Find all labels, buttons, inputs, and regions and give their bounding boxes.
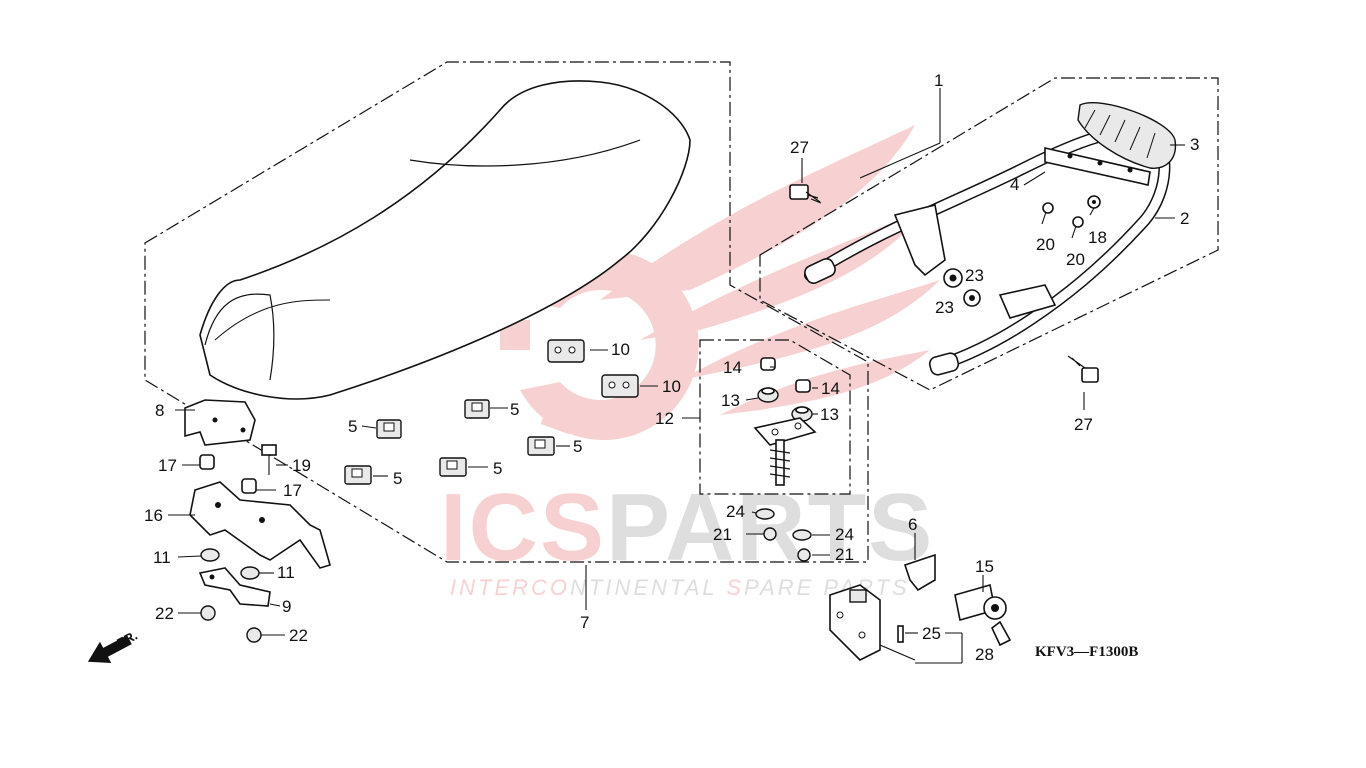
callout-17b: 17 bbox=[283, 481, 302, 500]
callout-18: 18 bbox=[1088, 228, 1107, 247]
seat-cushion-5-a bbox=[464, 399, 490, 419]
bracket-9 bbox=[198, 567, 271, 607]
callout-14b: 14 bbox=[821, 379, 840, 398]
front-arrow-icon bbox=[87, 635, 132, 663]
callout-6: 6 bbox=[908, 515, 917, 534]
callout-22b: 22 bbox=[289, 626, 308, 645]
callout-28: 28 bbox=[975, 645, 994, 664]
callout-7: 7 bbox=[580, 613, 589, 632]
callout-numbers: 1 2 3 4 5 5 5 5 5 6 7 8 9 10 10 11 11 12… bbox=[144, 71, 1199, 664]
seat-cushion-5-b bbox=[376, 419, 402, 439]
watermark: ICSPARTS INTERCONTINENTAL SPARE PARTS bbox=[440, 125, 940, 600]
callout-13b: 13 bbox=[820, 405, 839, 424]
watermark-tagline: INTERCONTINENTAL SPARE PARTS bbox=[450, 575, 910, 600]
callout-14a: 14 bbox=[723, 358, 742, 377]
seat-cushion-5-d bbox=[439, 457, 467, 477]
callout-20a: 20 bbox=[1036, 235, 1055, 254]
callout-20b: 20 bbox=[1066, 250, 1085, 269]
seat-lock-cylinder-15 bbox=[954, 583, 1012, 647]
washer-11-b bbox=[240, 566, 260, 580]
screw-20-left bbox=[1041, 202, 1054, 225]
nut-21-b bbox=[797, 548, 811, 562]
nut-22-a bbox=[200, 605, 216, 621]
collar-23-b bbox=[963, 289, 981, 307]
nut-18 bbox=[1087, 195, 1101, 209]
bolt-27-lower bbox=[1067, 355, 1099, 383]
bolt-27-upper bbox=[789, 184, 822, 204]
callout-2: 2 bbox=[1180, 209, 1189, 228]
washer-24-b bbox=[792, 529, 812, 541]
seat-assembly bbox=[199, 80, 691, 400]
callout-13a: 13 bbox=[721, 391, 740, 410]
callout-27b: 27 bbox=[1074, 415, 1093, 434]
callout-11b: 11 bbox=[277, 563, 295, 582]
callout-23b: 23 bbox=[935, 298, 954, 317]
collar-17-b bbox=[241, 478, 257, 494]
collar-17-a bbox=[199, 454, 215, 470]
callout-16: 16 bbox=[144, 506, 163, 525]
seat-hinge-plate-8 bbox=[184, 399, 256, 446]
callout-27a: 27 bbox=[790, 138, 809, 157]
watermark-gear-wing-logo bbox=[500, 125, 940, 441]
seat-stay-16 bbox=[189, 481, 331, 569]
front-direction-indicator: FR. bbox=[87, 628, 140, 663]
seat-lock-cable-25 bbox=[879, 625, 916, 661]
callout-25: 25 bbox=[922, 624, 941, 643]
seat-lock-hook-6 bbox=[903, 553, 936, 592]
callout-9: 9 bbox=[282, 597, 291, 616]
callout-15: 15 bbox=[975, 557, 994, 576]
callout-11a: 11 bbox=[153, 548, 171, 567]
callout-8: 8 bbox=[155, 401, 164, 420]
callout-24a: 24 bbox=[726, 502, 745, 521]
collar-23-a bbox=[943, 268, 963, 288]
damper-subassembly bbox=[753, 357, 817, 486]
seat-lock-bracket bbox=[829, 584, 881, 661]
washer-11-a bbox=[200, 548, 220, 562]
watermark-brand: ICSPARTS bbox=[440, 474, 934, 581]
diagram-code: KFV3—F1300B bbox=[1035, 644, 1138, 660]
washer-24-a bbox=[755, 508, 775, 520]
callout-12: 12 bbox=[655, 409, 674, 428]
leader-lines bbox=[168, 88, 1185, 664]
callout-17a: 17 bbox=[158, 456, 177, 475]
nut-21-a bbox=[763, 527, 777, 541]
callout-23a: 23 bbox=[965, 266, 984, 285]
callout-10b: 10 bbox=[662, 377, 681, 396]
callout-1: 1 bbox=[934, 71, 943, 90]
rear-grip-rubber bbox=[1077, 102, 1177, 169]
callout-4: 4 bbox=[1010, 175, 1019, 194]
callout-19: 19 bbox=[292, 456, 311, 475]
callout-24b: 24 bbox=[835, 525, 854, 544]
callout-10a: 10 bbox=[611, 340, 630, 359]
callout-21a: 21 bbox=[713, 525, 732, 544]
callout-5c: 5 bbox=[573, 437, 582, 456]
screw-20-right bbox=[1071, 216, 1084, 239]
callout-3: 3 bbox=[1190, 135, 1199, 154]
seat-cushion-10-b bbox=[601, 374, 639, 398]
damper-subgroup-outline bbox=[699, 339, 851, 495]
grip-plate bbox=[1044, 146, 1151, 186]
callout-5b: 5 bbox=[348, 417, 357, 436]
grab-rail-group-outline bbox=[759, 77, 1219, 391]
callout-5a: 5 bbox=[510, 400, 519, 419]
seat-cushion-5-e bbox=[344, 465, 372, 485]
callout-5e: 5 bbox=[393, 469, 402, 488]
callout-22a: 22 bbox=[155, 604, 174, 623]
callout-21b: 21 bbox=[835, 545, 854, 564]
bolt-19 bbox=[261, 444, 277, 475]
seat-cushion-5-c bbox=[527, 436, 555, 456]
callout-5d: 5 bbox=[493, 459, 502, 478]
seat-cushion-10-a bbox=[547, 339, 585, 363]
nut-22-b bbox=[246, 627, 262, 643]
